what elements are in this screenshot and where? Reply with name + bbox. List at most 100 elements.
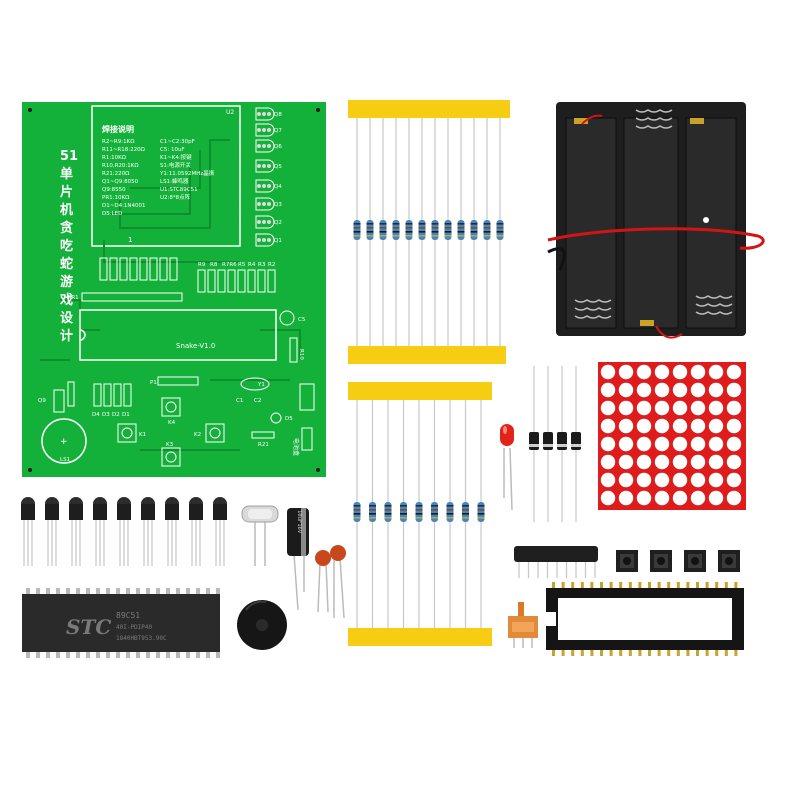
matrix-led [672,454,688,470]
matrix-led [672,400,688,416]
tact-switch [616,550,638,572]
socket-pin [580,648,584,656]
transistor [165,497,179,566]
title-char: 51 [60,149,78,164]
resistor [431,118,439,346]
chip-pin [116,588,120,595]
socket-pin [600,648,603,656]
chip-line3: 1840HBT953.90C [116,635,167,642]
weld-item: PR1:10KΩ [102,195,129,201]
lcd-outline [91,105,241,247]
d-label: D3 [102,412,110,418]
chip-pin [136,588,140,595]
matrix-led [654,364,670,380]
r10-label: R10 [298,349,304,360]
chip-pin [76,588,80,595]
k-label: K2 [194,432,201,438]
d5-label: D5 [285,416,293,422]
ceramic-capacitors [315,545,346,619]
socket-pin [724,648,728,656]
resistor [379,118,387,346]
matrix-led [708,364,724,380]
resistor [496,118,504,346]
crystal [241,505,279,566]
matrix-led [600,454,616,470]
matrix-led [618,490,634,506]
chip-pin [36,588,40,595]
tact-switch [650,550,672,572]
socket-pin [638,648,642,656]
diode [543,366,553,522]
chip-pin [176,588,180,595]
chip-brand: STC [66,615,111,639]
matrix-led [654,472,670,488]
matrix-led [636,418,652,434]
resistor [418,118,426,346]
weld-item: C1~C2:30pF [160,139,195,145]
mcu-footprint [79,309,277,361]
red-wire-bottom [655,325,683,339]
buzzer-footprint [41,418,87,464]
r-label: R8 [210,262,218,268]
resistor [444,118,452,346]
matrix-body [598,362,746,510]
r-footprints-left [99,257,178,281]
r-label: R4 [248,262,256,268]
matrix-led [690,364,706,380]
resistor [392,118,400,346]
transistor [213,497,227,566]
resistor [470,118,478,346]
chip-pin [66,651,70,658]
r21-label: R21 [258,442,269,448]
matrix-led [600,490,616,506]
resistor [446,400,454,628]
socket-pin [638,582,642,590]
board-name: Snake-V1.0 [176,342,215,350]
resistor [369,400,376,628]
matrix-led [726,382,742,398]
capacitor-text: 10uF16V [296,510,302,534]
q-label: Q6 [274,144,282,150]
matrix-led [618,400,634,416]
matrix-led [690,454,706,470]
chip-line1: 89C51 [116,611,140,620]
socket-pin [676,648,680,656]
matrix-led [672,472,688,488]
ic-socket [546,582,744,656]
matrix-led [636,364,652,380]
q-footprint: Q7 [255,123,282,137]
chip-pin [96,588,100,595]
matrix-led [708,418,724,434]
r-label: R3 [258,262,266,268]
resistor [415,400,423,628]
tape-top [348,100,510,118]
red-led [500,424,514,511]
chip-pin [206,588,210,595]
chip-pin [106,651,110,658]
matrix-led [600,418,616,434]
resistor [353,118,361,346]
weld-item: R1:10KΩ [102,155,126,161]
matrix-led [618,364,634,380]
socket-pin [628,582,632,590]
q-label: Q4 [274,184,282,190]
chip-pin [196,588,200,595]
transistor [141,497,155,566]
q-footprint: Q3 [255,197,282,211]
socket-pin [667,648,671,656]
chip-pin [36,651,40,658]
resistor-strip-bottom [348,382,492,646]
p1-label: P1 [150,380,157,386]
chip-pin [86,651,90,658]
socket-pin [552,582,555,590]
title-char: 设 [60,311,74,326]
matrix-led [654,400,670,416]
socket-pin [734,582,738,590]
matrix-led [690,382,706,398]
pcb-traces [40,139,301,451]
q9-label: Q9 [38,398,46,404]
k-label: K3 [166,442,174,448]
title-char: 游 [60,274,73,290]
matrix-led [672,418,688,434]
matrix-led [726,472,742,488]
